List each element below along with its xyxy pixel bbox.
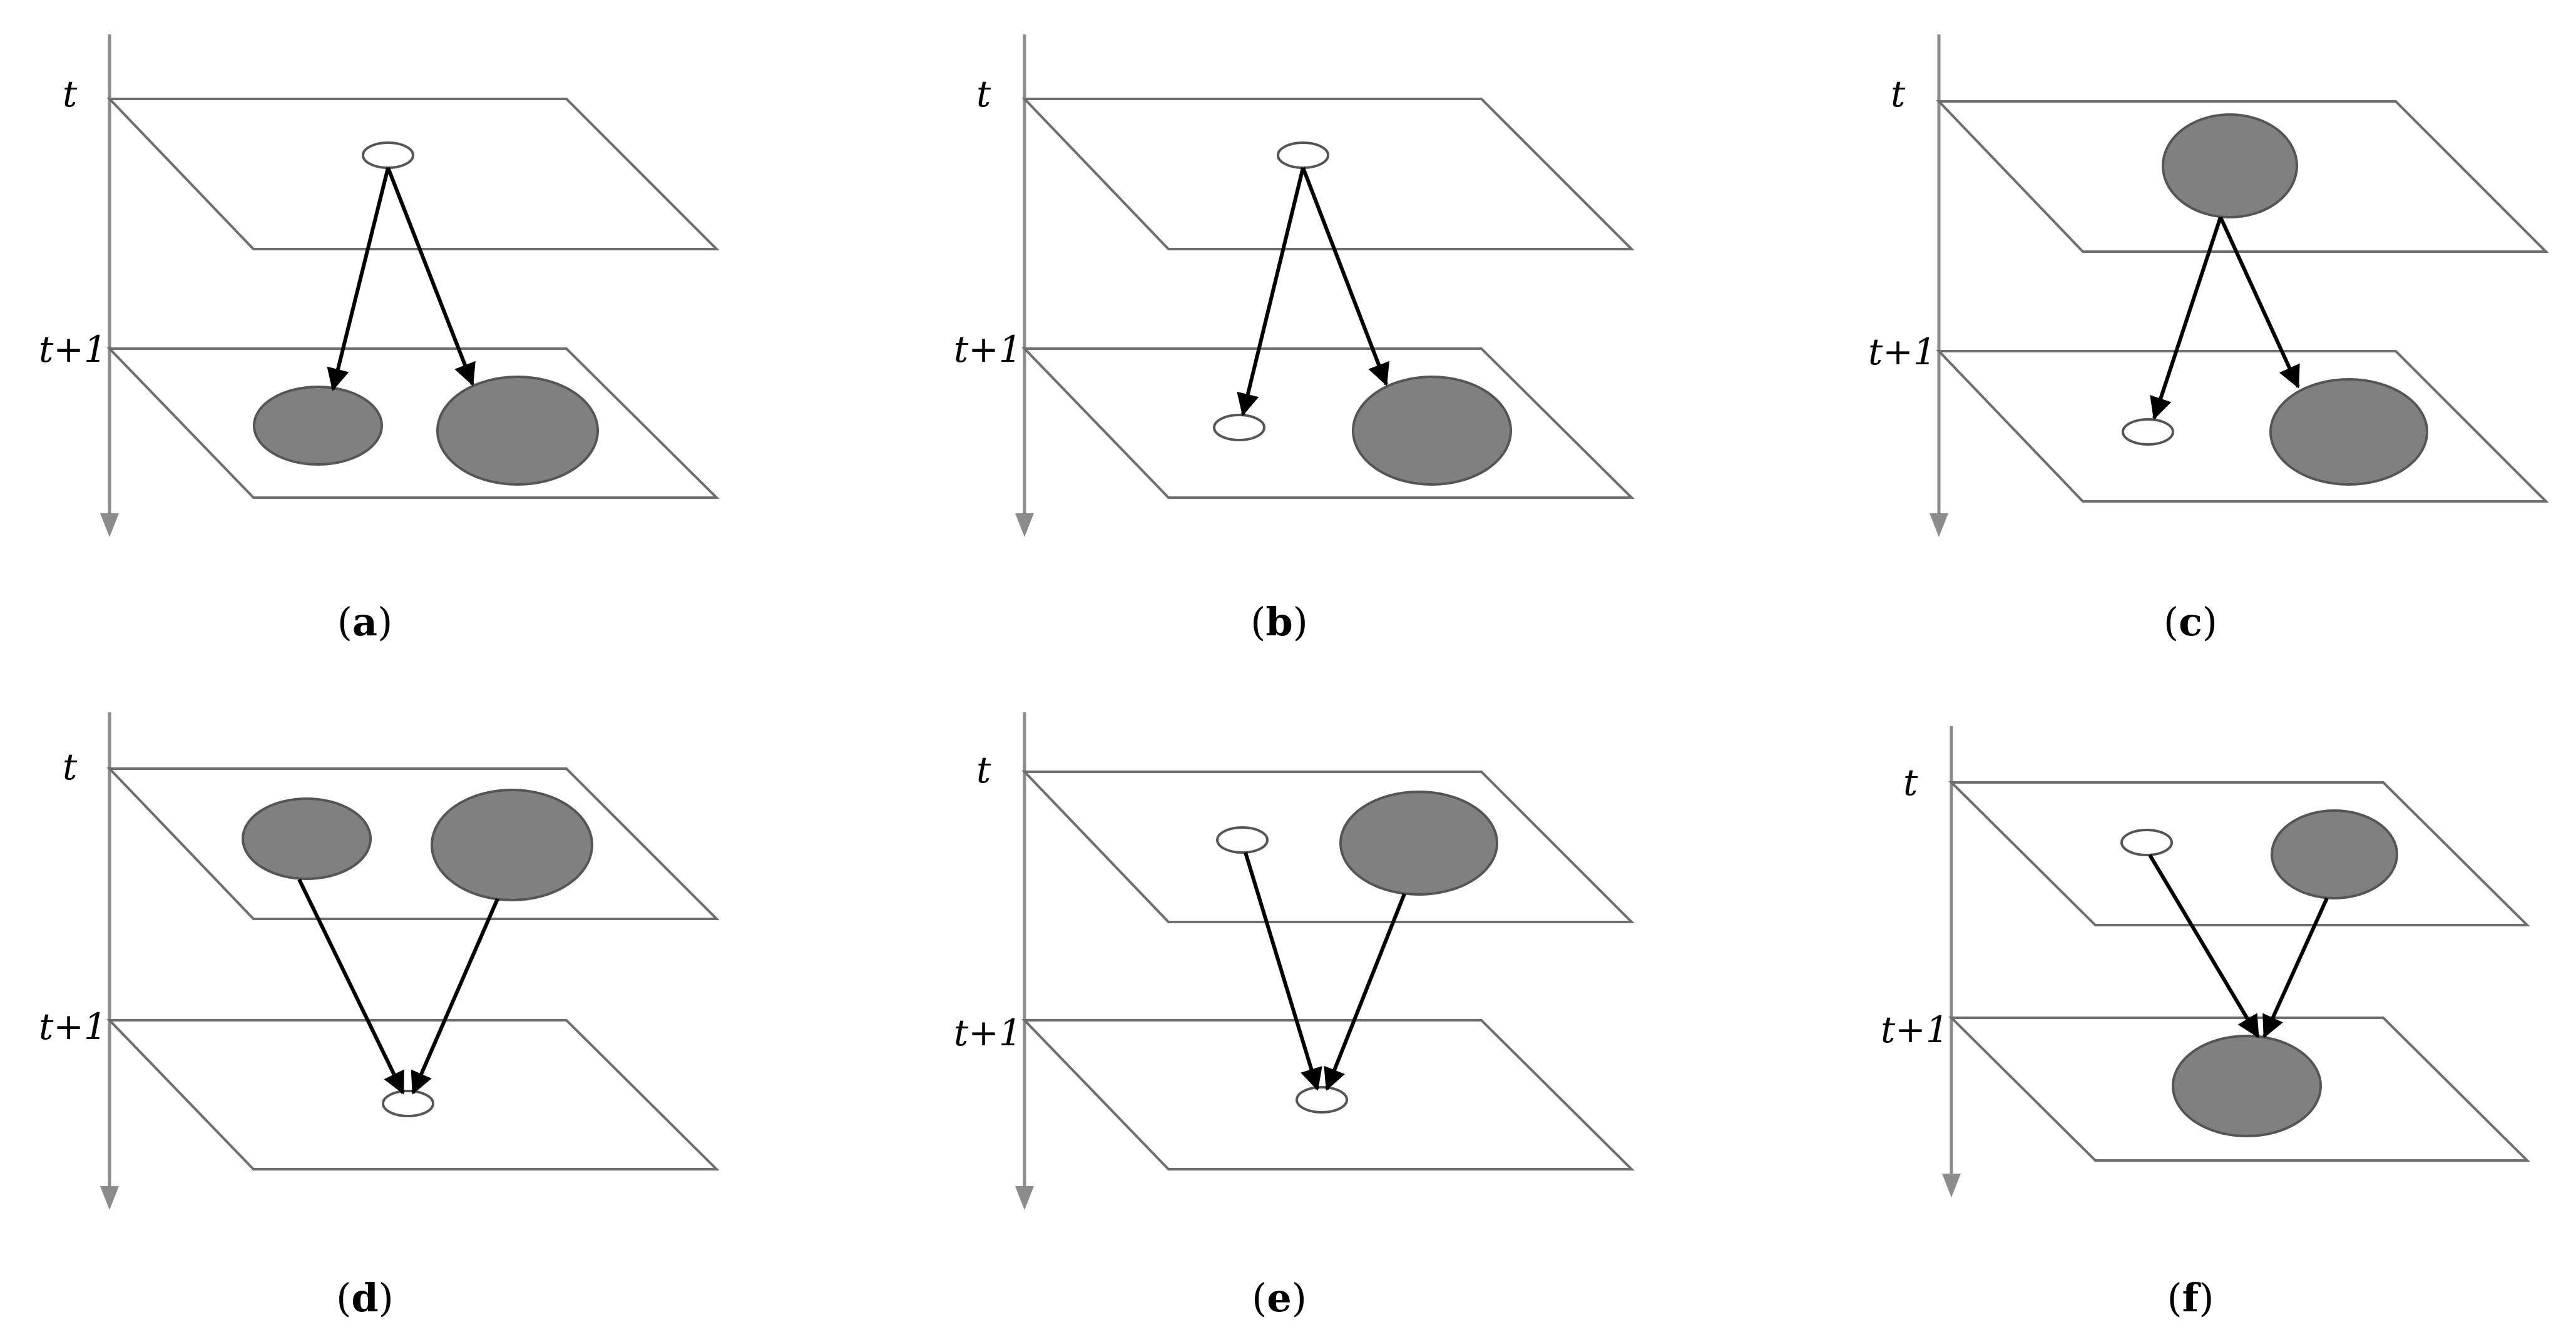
small-region <box>1296 1086 1348 1114</box>
transition-arrows <box>2148 854 2329 1038</box>
small-region <box>2120 829 2173 856</box>
plane-top <box>106 767 720 920</box>
large-region <box>253 386 383 466</box>
panel-caption: (a) <box>337 599 393 645</box>
regions-top <box>1216 791 1498 896</box>
transition-arrows <box>2150 216 2300 420</box>
transition-arrow <box>297 878 405 1095</box>
time-label-bottom: t+1 <box>39 328 107 371</box>
regions-bottom <box>1296 1086 1348 1114</box>
transition-arrow <box>386 166 476 386</box>
large-region <box>2271 809 2398 899</box>
transition-arrow <box>1301 166 1389 386</box>
plane-bottom <box>1021 347 1635 499</box>
small-region <box>1216 826 1269 854</box>
time-label-top: t <box>976 749 991 791</box>
large-region <box>2269 378 2428 486</box>
large-region <box>2162 113 2298 218</box>
large-region <box>436 376 599 486</box>
small-region <box>1277 141 1329 169</box>
regions-top <box>242 789 593 901</box>
large-region <box>242 797 372 880</box>
plane-top <box>1948 781 2530 926</box>
time-label-top: t <box>1903 761 1918 804</box>
small-region <box>2122 418 2174 446</box>
time-label-bottom: t+1 <box>1881 1008 1949 1051</box>
caption-letter: f <box>2182 1275 2201 1321</box>
plane-bottom <box>1936 350 2549 503</box>
small-region <box>382 1090 434 1117</box>
transition-arrows <box>297 878 499 1095</box>
time-label-bottom: t+1 <box>954 1012 1022 1054</box>
transition-arrow <box>2148 854 2260 1038</box>
small-region <box>1213 414 1265 441</box>
time-label-top: t <box>1891 73 1906 115</box>
plane-bottom <box>106 347 720 499</box>
panel-caption: (b) <box>1250 599 1308 645</box>
time-axis-arrowhead <box>1929 513 1948 537</box>
time-label-bottom: t+1 <box>39 1005 107 1048</box>
time-axis-arrowhead <box>100 513 119 537</box>
transition-arrow <box>1237 167 1305 416</box>
regions-top <box>2120 809 2398 899</box>
panel-e: t t+1 (e) <box>954 712 1635 1321</box>
plane-top <box>106 98 720 250</box>
transition-arrow <box>411 898 499 1095</box>
regions-bottom <box>2172 1035 2322 1137</box>
transition-arrow <box>2219 216 2300 389</box>
caption-letter: d <box>351 1275 378 1321</box>
time-label-top: t <box>63 745 78 788</box>
time-axis-arrowhead <box>1015 513 1034 537</box>
transition-arrows <box>1244 852 1406 1091</box>
regions-bottom <box>253 376 599 486</box>
time-axis-arrowhead <box>100 1186 119 1210</box>
large-region <box>1339 791 1498 896</box>
caption-letter: a <box>352 599 377 645</box>
time-label-bottom: t+1 <box>1868 330 1936 373</box>
caption-letter: c <box>2179 599 2202 645</box>
transition-arrow <box>327 167 390 391</box>
transition-arrows <box>1237 166 1389 416</box>
time-axis-arrowhead <box>1015 1186 1034 1210</box>
caption-letter: b <box>1265 599 1292 645</box>
large-region <box>431 789 593 901</box>
panel-caption: (f) <box>2167 1275 2214 1321</box>
panel-b: t t+1 (b) <box>954 34 1635 645</box>
panel-a: t t+1 (a) <box>39 34 720 645</box>
time-label-top: t <box>976 73 991 115</box>
transition-arrow <box>2262 897 2329 1038</box>
panel-caption: (e) <box>1252 1275 1307 1321</box>
regions-top <box>1277 141 1329 169</box>
panel-f: t t+1 (f) <box>1881 726 2530 1321</box>
time-label-top: t <box>63 73 78 115</box>
time-label-bottom: t+1 <box>954 328 1022 371</box>
large-region <box>1352 376 1512 486</box>
time-axis-arrowhead <box>1942 1174 1961 1197</box>
transition-arrow <box>1324 893 1406 1091</box>
transition-arrow <box>1244 852 1322 1091</box>
large-region <box>2172 1035 2322 1137</box>
transition-arrow <box>2150 217 2222 420</box>
small-region <box>362 141 414 169</box>
transition-arrows <box>327 166 476 391</box>
regions-top <box>2162 113 2298 218</box>
regions-bottom <box>2122 378 2428 486</box>
panel-c: t t+1 (c) <box>1868 34 2549 645</box>
caption-letter: e <box>1267 1275 1291 1321</box>
plane-top <box>1021 771 1635 923</box>
panel-d: t t+1 (d) <box>39 712 720 1321</box>
regions-top <box>362 141 414 169</box>
plane-top <box>1021 98 1635 250</box>
panel-caption: (d) <box>336 1275 394 1321</box>
regions-bottom <box>382 1090 434 1117</box>
panel-caption: (c) <box>2164 599 2217 645</box>
